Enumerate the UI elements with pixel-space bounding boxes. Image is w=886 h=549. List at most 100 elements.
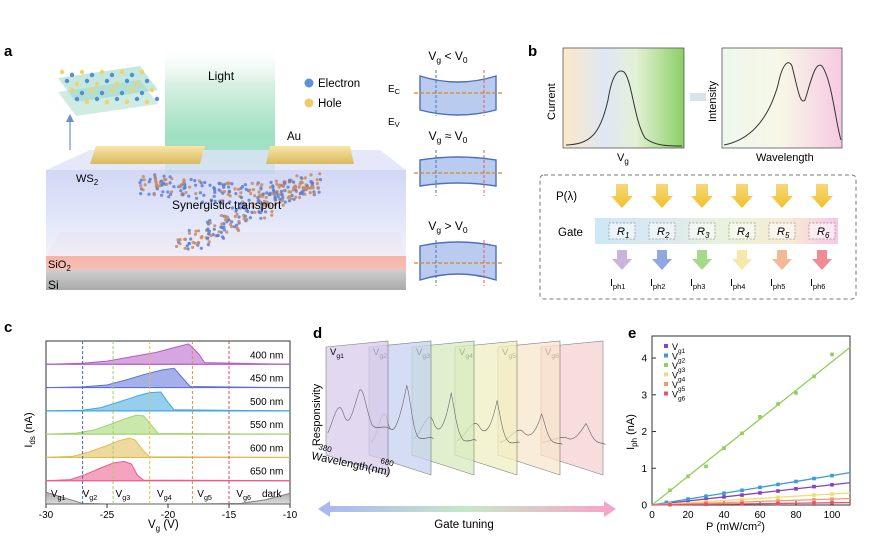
e-point-2-5 <box>740 488 744 493</box>
e-point-1-7 <box>776 489 780 493</box>
e-point-1-10 <box>830 482 834 487</box>
e-point-3-2 <box>686 474 690 479</box>
current-arrow-2 <box>652 250 672 270</box>
c-curve-550nm <box>45 414 291 435</box>
light-arrow-5 <box>771 184 793 208</box>
ev-label: EV <box>388 117 400 129</box>
e-ytick-label-5: 4 <box>641 354 647 365</box>
current-label: Current <box>546 83 558 120</box>
band-shape-3 <box>419 241 497 281</box>
e-xtick-label-5: 80 <box>790 510 802 521</box>
si-layer <box>46 270 406 290</box>
e-point-1-9 <box>812 484 816 489</box>
electron-dot <box>304 78 314 88</box>
e-axes <box>651 335 851 506</box>
e-xtick-label-1: 0 <box>649 510 655 521</box>
c-curve-600nm <box>45 437 291 458</box>
d-curve-6 <box>542 422 606 445</box>
panel-d-label: d <box>313 325 322 342</box>
e-fit-1 <box>651 482 851 506</box>
e-point-2-1 <box>664 500 669 505</box>
carrier-particles <box>138 172 323 251</box>
e-point-6-6 <box>830 500 834 505</box>
c-vg-label-3: Vg3 <box>116 489 131 502</box>
e-fit-5 <box>651 497 851 506</box>
e-legend-marker-2 <box>664 353 668 358</box>
band-condition-3: Vg > V0 <box>428 219 467 235</box>
e-fit-4 <box>651 492 851 506</box>
current-curve <box>565 70 683 147</box>
c-curve-400nm <box>45 343 291 365</box>
e-xtick-label-6: 100 <box>824 510 841 521</box>
e-point-2-4 <box>722 491 726 496</box>
synergistic-label: Synergistic transport <box>172 198 282 212</box>
e-point-2-7 <box>776 482 780 487</box>
c-xtick-label-1: -30 <box>39 510 54 521</box>
iph-label-5: Iph5 <box>770 277 785 291</box>
panel-a: a Light Electron Hole Si SiO2 WS2 Au <box>4 43 502 292</box>
gate-box <box>539 174 857 300</box>
iph-label-3: Iph3 <box>690 277 705 291</box>
au-label: Au <box>287 131 301 143</box>
e-point-4-6 <box>830 492 834 496</box>
e-point-3-10 <box>830 352 834 357</box>
band-shape-2 <box>419 156 497 187</box>
c-curve-650nm <box>45 460 291 482</box>
light-arrow-2 <box>651 184 673 208</box>
c-curve-500nm <box>45 391 291 412</box>
e-legend-label-1: Vg1 <box>672 342 686 355</box>
e-point-2-10 <box>830 473 834 478</box>
e-xtick-label-2: 20 <box>682 510 694 521</box>
e-point-2-3 <box>704 494 708 498</box>
current-plot <box>562 47 685 149</box>
resistor-label-2: R2 <box>657 226 670 240</box>
panel-c-label: c <box>4 319 12 336</box>
panel-d: d Vg6Vg5Vg4Vg3Vg2Vg1 Responsivity Wavele… <box>310 325 616 531</box>
d-vg-label-1: Vg1 <box>330 347 344 360</box>
resistor-box-5 <box>768 222 796 240</box>
c-series-label-4: 550 nm <box>250 420 283 431</box>
c-area-550nm <box>46 415 290 435</box>
e-legend-label-5: Vg5 <box>672 380 686 393</box>
e-xtick-label-4: 60 <box>754 510 766 521</box>
c-area-dark <box>46 492 290 504</box>
light-arrow-1 <box>611 184 633 208</box>
e-legend-marker-3 <box>664 363 668 367</box>
e-point-5-4 <box>776 499 780 503</box>
sio2-layer <box>46 256 406 270</box>
c-area-450nm <box>46 368 290 388</box>
e-legend-marker-5 <box>664 382 668 386</box>
e-xtick-label-3: 40 <box>718 510 730 521</box>
c-vg-label-4: Vg4 <box>157 489 172 502</box>
resistor-label-4: R4 <box>737 226 750 240</box>
e-point-2-8 <box>794 479 798 484</box>
e-ytick-label-4: 3 <box>641 390 647 401</box>
gate-tuning-arrowhead-right <box>604 501 616 517</box>
c-vg-label-6: Vg6 <box>236 489 251 502</box>
e-point-3-9 <box>812 374 816 379</box>
e-point-5-6 <box>830 497 834 501</box>
electron-label: Electron <box>318 78 360 90</box>
c-vg-label-5: Vg5 <box>197 489 212 502</box>
iph-label-4: Iph4 <box>730 277 745 291</box>
e-point-4-5 <box>812 493 816 497</box>
e-legend-label-3: Vg3 <box>672 361 686 374</box>
current-arrow-1 <box>612 250 632 270</box>
c-vg-label-1: Vg1 <box>51 489 66 502</box>
wavelength-label: Wavelength <box>756 152 814 164</box>
gate-label: Gate <box>558 227 583 239</box>
e-fit-2 <box>651 472 851 506</box>
current-arrow-6 <box>812 250 832 270</box>
e-point-6-3 <box>740 502 744 506</box>
panel-b: b Current Vg Intensity Wavelength P(λ) G… <box>528 43 857 300</box>
e-point-3-7 <box>776 402 780 406</box>
gate-tuning-arrow <box>326 506 608 512</box>
c-area-650nm <box>46 461 290 481</box>
gate-bar <box>595 218 838 244</box>
ws2-layer <box>46 170 406 256</box>
current-arrow-5 <box>772 250 792 270</box>
e-point-1-4 <box>722 495 726 499</box>
c-series-label-1: 400 nm <box>250 350 283 361</box>
e-ylabel: Iph (nA) <box>625 414 639 450</box>
